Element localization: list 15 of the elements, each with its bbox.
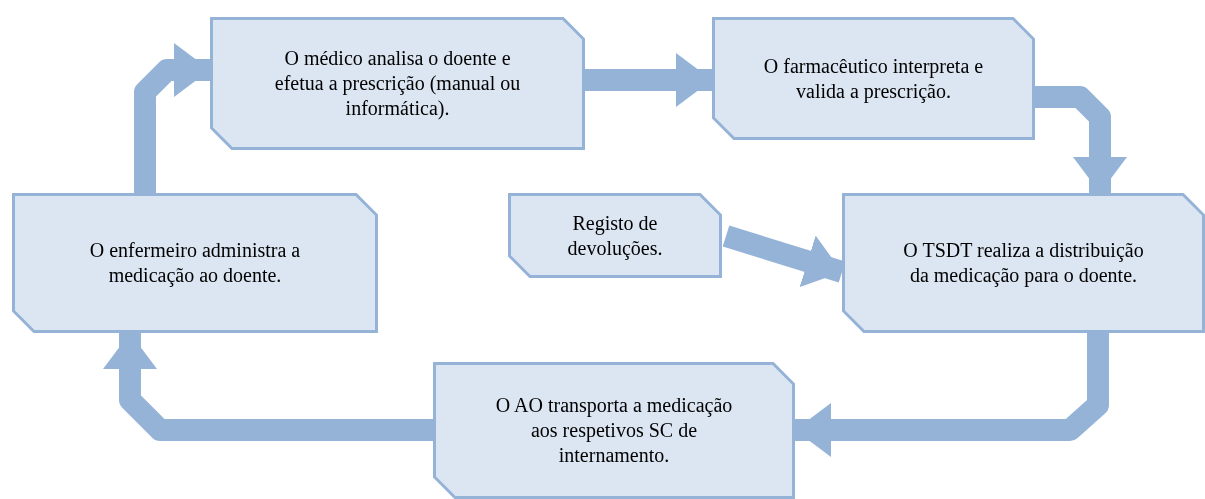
- process-box: [433, 362, 795, 499]
- step-text: O TSDT realiza a distribuição da medicação para o doente.: [902, 238, 1145, 288]
- process-box: [210, 17, 585, 150]
- arrow: [134, 43, 210, 193]
- step-text: Registo de devoluções.: [566, 210, 664, 261]
- arrow: [103, 333, 433, 441]
- step-text: O AO transporta a medicação aos respetivos SC de internamento.: [494, 393, 734, 468]
- process-box: [508, 193, 722, 278]
- step-text: O farmacêutico interpreta e valida a prescrição.: [762, 53, 985, 104]
- process-box: [842, 193, 1205, 333]
- step-text: O médico analisa o doente e efetua a prescrição (manual ou informática).: [273, 46, 522, 121]
- arrow: [585, 53, 712, 107]
- step-text: O enfermeiro administra a medicação ao doente.: [88, 238, 302, 288]
- process-box: [712, 17, 1035, 140]
- process-box: [12, 193, 378, 333]
